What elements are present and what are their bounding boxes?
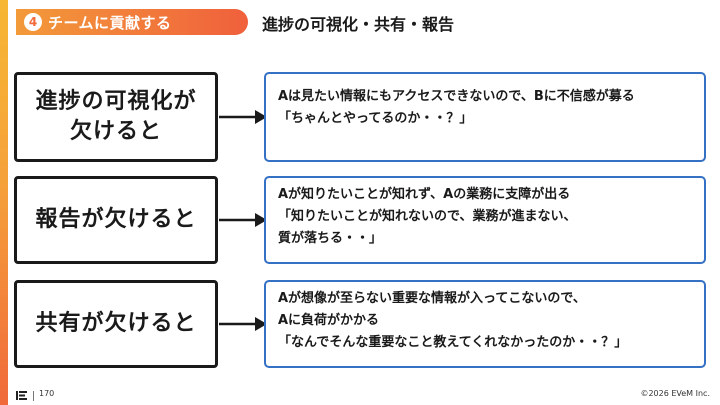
section-number: 4 [24,13,42,31]
condition-box-visualization: 進捗の可視化が 欠けると [14,72,218,162]
section-title: チームに貢献する [48,13,172,32]
arrow-right-icon [219,317,267,331]
condition-box-report: 報告が欠けると [14,176,218,264]
condition-line: 進捗の可視化が [35,89,197,114]
consequence-line: Aが想像が至らない重要な情報が入ってこないので、 [278,291,586,306]
consequence-box-report: Aが知りたいことが知れず、Aの業務に支障が出る 「知りたいことが知れないので、業… [264,176,706,264]
condition-box-share: 共有が欠けると [14,280,218,368]
arrow-right-icon [219,110,267,124]
company-logo-icon [16,391,27,400]
consequence-line: Aに負荷がかかる [278,313,380,328]
section-badge: 4 チームに貢献する [16,9,248,35]
page-title: 進捗の可視化・共有・報告 [262,15,455,34]
slide: 4 チームに貢献する 進捗の可視化・共有・報告 進捗の可視化が 欠けると Aは見… [8,0,720,405]
condition-line: 報告が欠けると [35,207,197,232]
consequence-line: 質が落ちる・・」 [278,231,383,246]
condition-line: 共有が欠けると [35,311,197,336]
consequence-line: 「なんでそんな重要なこと教えてくれなかったのか・・？」 [278,335,628,350]
consequence-box-share: Aが想像が至らない重要な情報が入ってこないので、 Aに負荷がかかる 「なんでそん… [264,280,706,368]
consequence-line: 「ちゃんとやってるのか・・？」 [278,111,473,126]
consequence-line: Aは見たい情報にもアクセスできないので、Bに不信感が募る [278,89,635,104]
condition-line: 欠けると [69,119,162,144]
consequence-line: 「知りたいことが知れないので、業務が進まない、 [278,209,577,224]
footer-divider [33,391,34,401]
page-number: 170 [39,389,55,398]
copyright: ©2026 EVeM Inc. [640,389,710,398]
consequence-box-visualization: Aは見たい情報にもアクセスできないので、Bに不信感が募る 「ちゃんとやってるのか… [264,72,706,162]
side-accent-bar [0,0,8,405]
consequence-line: Aが知りたいことが知れず、Aの業務に支障が出る [278,187,571,202]
arrow-right-icon [219,213,267,227]
